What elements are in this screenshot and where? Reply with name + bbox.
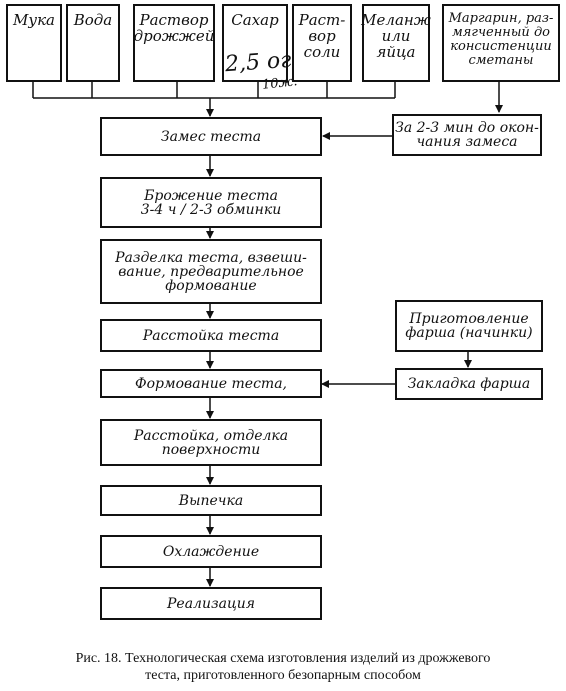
box-line: Меланж [361,11,431,29]
input-bus [32,82,396,99]
box-line: фарша (начинки) [405,325,533,341]
input-sugar: Сахар [222,4,288,82]
box-line: Закладка фарша [407,376,531,392]
box-line: Брожение теста [144,187,278,204]
step-kneading: Замес теста [100,117,322,156]
box-line: Расстойка теста [142,327,280,344]
step-shaping: Формование теста, [100,369,322,398]
box-line: 3-4 ч / 2-3 обминки [140,201,282,218]
step-cutting-weighing: Разделка теста, взвеши-вание, предварите… [100,239,322,304]
box-line: вор [308,27,336,45]
input-flour: Мука [6,4,62,82]
box-line: консистенции [450,39,552,54]
box-line: Маргарин, раз- [448,11,554,26]
box-line: Замес теста [160,128,262,145]
caption-line-1: Рис. 18. Технологическая схема изготовле… [75,651,491,666]
caption-line-2: теста, приготовленного безопарным способ… [145,668,421,683]
box-line: Формование теста, [135,375,287,392]
handwritten-sugar-amount: 2,5 ог [224,47,293,78]
box-line: дрожжей [133,27,215,45]
box-line: вание, предварительное [118,263,304,280]
input-water: Вода [66,4,120,82]
box-line: За 2-3 мин до окон- [395,120,539,136]
box-line: формование [165,277,257,294]
step-baking: Выпечка [100,485,322,516]
box-line: Сахар [231,11,279,29]
step-proofing: Расстойка теста [100,319,322,352]
box-line: мягченный до [451,25,551,40]
box-line: или [381,27,411,45]
box-line: Разделка теста, взвеши- [115,249,307,266]
margarine-timing-box: За 2-3 мин до окон-чания замеса [392,114,542,156]
box-line: чания замеса [416,134,518,150]
box-line: Охлаждение [162,543,260,560]
box-line: Раст- [298,11,346,29]
box-line: поверхности [161,441,261,458]
box-line: Выпечка [178,492,244,509]
figure-caption: Рис. 18. Технологическая схема изготовле… [0,650,566,684]
box-line: Реализация [166,595,256,612]
box-line: яйца [376,43,416,61]
box-line: Вода [73,11,113,29]
step-selling: Реализация [100,587,322,620]
box-line: Расстойка, отделка [133,427,289,444]
box-line: Приготовление [409,311,529,327]
box-line: соли [303,43,341,61]
box-line: Мука [13,11,55,29]
filling-insertion-box: Закладка фарша [395,368,543,400]
step-cooling: Охлаждение [100,535,322,568]
box-line: сметаны [468,53,534,68]
box-line: Раствор [139,11,209,29]
